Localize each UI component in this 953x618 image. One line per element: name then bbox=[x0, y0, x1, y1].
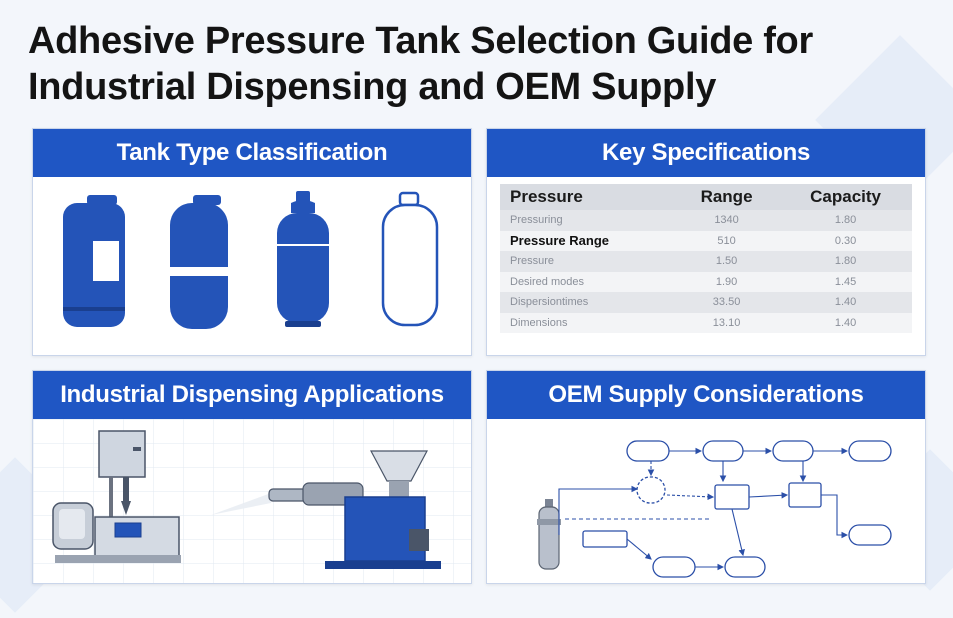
capsule-tank-icon bbox=[170, 195, 228, 329]
oem-flowchart bbox=[537, 440, 892, 578]
applications-header: Industrial Dispensing Applications bbox=[33, 371, 471, 419]
capacity-cell: 1.40 bbox=[779, 292, 912, 313]
capacity-cell: 1.80 bbox=[779, 251, 912, 272]
row-label: Pressuring bbox=[500, 210, 674, 231]
range-cell: 33.50 bbox=[673, 292, 780, 313]
row-label: Dispersiontimes bbox=[500, 292, 674, 313]
column-header: Capacity bbox=[779, 184, 912, 210]
tank-type-panel: Tank Type Classification bbox=[32, 128, 472, 356]
column-header: Range bbox=[673, 184, 780, 210]
tank-illustrations bbox=[63, 191, 439, 329]
page-title: Adhesive Pressure Tank Selection Guide f… bbox=[28, 20, 813, 108]
row-label: Dimensions bbox=[500, 312, 674, 333]
cylinder-tank-icon bbox=[277, 191, 329, 327]
range-cell: 510 bbox=[673, 230, 780, 251]
outline-tank-icon bbox=[381, 191, 439, 327]
row-label: Pressure bbox=[500, 251, 674, 272]
table-row: Pressuring 1340 1.80 bbox=[500, 210, 912, 231]
specifications-table: Pressure Range Capacity Pressuring 1340 … bbox=[500, 184, 912, 333]
table-row: Pressure Range 510 0.30 bbox=[500, 230, 912, 251]
capacity-cell: 1.40 bbox=[779, 312, 912, 333]
capacity-cell: 1.45 bbox=[779, 271, 912, 292]
capacity-cell: 1.80 bbox=[779, 210, 912, 231]
range-cell: 1.50 bbox=[673, 251, 780, 272]
column-header: Pressure bbox=[500, 184, 674, 210]
table-row: Dimensions 13.10 1.40 bbox=[500, 312, 912, 333]
oem-panel: OEM Supply Considerations bbox=[486, 370, 926, 584]
range-cell: 1340 bbox=[673, 210, 780, 231]
applications-panel: Industrial Dispensing Applications bbox=[32, 370, 472, 584]
capacity-cell: 0.30 bbox=[779, 230, 912, 251]
flowchart-nodes bbox=[582, 440, 892, 578]
table-row: Desired modes 1.90 1.45 bbox=[500, 271, 912, 292]
row-label: Desired modes bbox=[500, 271, 674, 292]
range-cell: 13.10 bbox=[673, 312, 780, 333]
gas-cylinder-icon bbox=[537, 499, 561, 570]
tank-type-header: Tank Type Classification bbox=[33, 129, 471, 177]
specifications-panel: Key Specifications Pressure Range Capaci… bbox=[486, 128, 926, 356]
spray-valve-machine-icon bbox=[211, 450, 441, 569]
applications-illustration bbox=[33, 419, 471, 583]
dispensing-machine-icon bbox=[52, 430, 181, 563]
flowchart-arrows bbox=[558, 447, 849, 571]
specifications-header: Key Specifications bbox=[487, 129, 925, 177]
row-label: Pressure Range bbox=[500, 230, 674, 251]
table-header-row: Pressure Range Capacity bbox=[500, 184, 912, 210]
oem-header: OEM Supply Considerations bbox=[487, 371, 925, 419]
range-cell: 1.90 bbox=[673, 271, 780, 292]
cylindrical-tank-icon bbox=[63, 195, 125, 327]
table-row: Pressure 1.50 1.80 bbox=[500, 251, 912, 272]
table-row: Dispersiontimes 33.50 1.40 bbox=[500, 292, 912, 313]
